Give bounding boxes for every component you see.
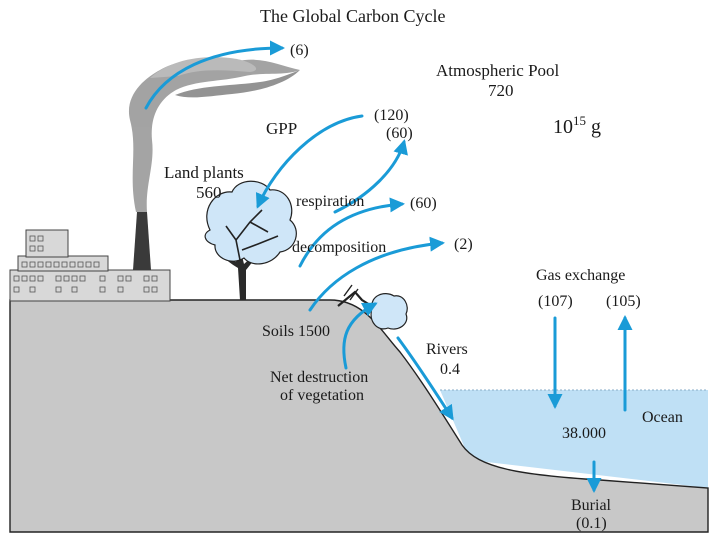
net-destruction-value: (2) [454, 236, 473, 253]
gpp-label: GPP [266, 119, 297, 138]
net-destruction-line2: of vegetation [280, 387, 364, 404]
gas-out-value: (105) [606, 293, 641, 310]
burial-label: Burial [571, 497, 612, 514]
net-destruction-line1: Net destruction [270, 369, 368, 386]
factory [9, 212, 171, 302]
gas-exchange-label: Gas exchange [536, 267, 625, 284]
fossil-flow-value: (6) [290, 42, 309, 59]
decomposition-label: decomposition [292, 239, 386, 256]
burial-value: (0.1) [576, 515, 607, 532]
arrow-decomposition [308, 236, 445, 312]
arrow-soil-respiration [298, 197, 405, 268]
rivers-value: 0.4 [440, 361, 460, 378]
soil-respiration-value: (60) [410, 195, 437, 212]
gpp-value: (120) [374, 107, 409, 124]
arrow-rivers [396, 336, 454, 421]
soils-label: Soils 1500 [262, 323, 330, 340]
flow-arrows [144, 40, 633, 493]
gas-in-value: (107) [538, 293, 573, 310]
atmospheric-pool-label: Atmospheric Pool [436, 61, 560, 80]
ocean-water [440, 390, 708, 488]
arrow-net-destruction [342, 302, 378, 370]
land-plants-label: Land plants [164, 163, 244, 182]
rivers-label: Rivers [426, 341, 468, 358]
unit-label: 1015 g [553, 113, 601, 138]
diagram-title: The Global Carbon Cycle [260, 6, 445, 26]
arrow-fossil-emission [144, 40, 285, 110]
respiration-label: respiration [296, 193, 364, 210]
plant-respiration-value: (60) [386, 125, 413, 142]
ocean-value: 38.000 [562, 425, 606, 442]
ocean-label: Ocean [642, 409, 683, 426]
arrow-gpp [255, 114, 364, 209]
atmospheric-pool-value: 720 [488, 81, 514, 100]
tree-icon [204, 180, 297, 300]
arrow-plant-respiration [333, 139, 408, 214]
land-plants-value: 560 [196, 183, 222, 202]
